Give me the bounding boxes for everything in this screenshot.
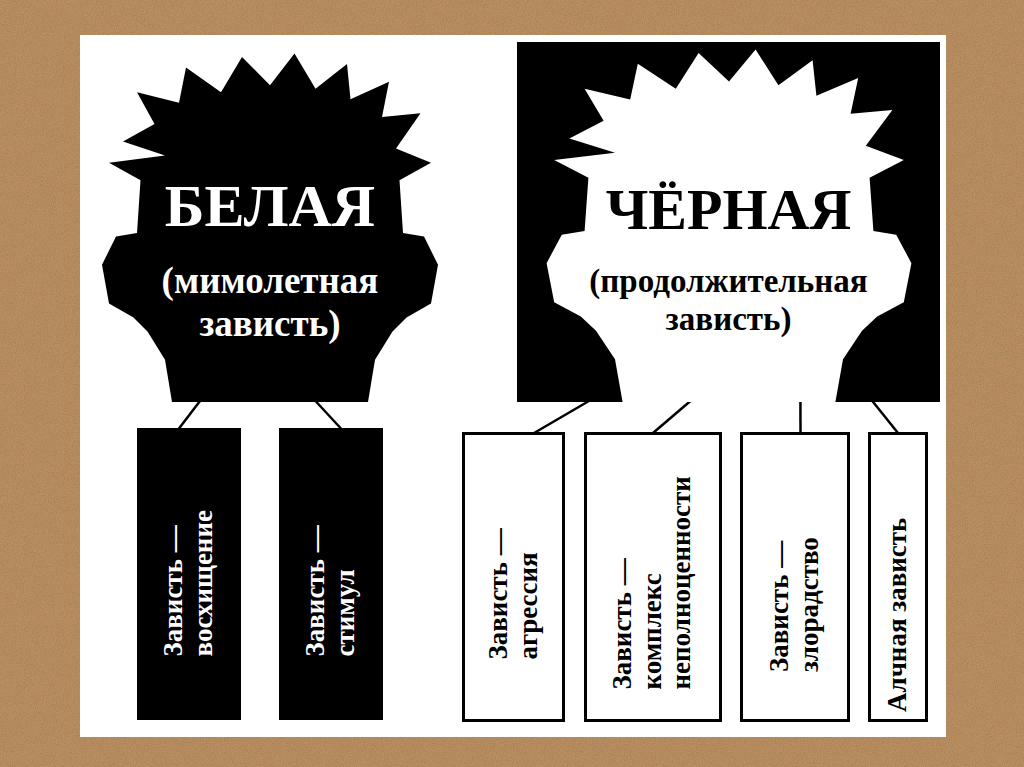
head-outline xyxy=(547,50,912,402)
dark-category-box: Зависть — стимул xyxy=(279,428,383,720)
connector-line xyxy=(534,401,589,433)
head-outline xyxy=(102,54,438,402)
category-label: Зависть — агрессия xyxy=(484,495,543,660)
connector-line xyxy=(653,401,690,433)
black-envy-head: ЧЁРНАЯ (продолжительная зависть) xyxy=(517,42,940,402)
connector-line xyxy=(799,401,802,433)
head-title: ЧЁРНАЯ xyxy=(606,181,852,239)
light-category-box: Зависть — комплекс неполноценности xyxy=(584,432,722,722)
light-category-box: Зависть — злорадство xyxy=(740,432,850,722)
head-text-holder: БЕЛАЯ (мимолетная зависть) xyxy=(95,50,445,402)
white-envy-head: БЕЛАЯ (мимолетная зависть) xyxy=(95,50,445,402)
connector-line xyxy=(179,401,200,429)
head-text-holder: ЧЁРНАЯ (продолжительная зависть) xyxy=(517,42,940,402)
category-label: Алчная зависть xyxy=(883,442,913,712)
category-label: Зависть — комплекс неполноценности xyxy=(608,465,697,690)
white-panel xyxy=(80,35,946,737)
head-subtitle: (продолжительная зависть) xyxy=(579,263,879,339)
head-subtitle: (мимолетная зависть) xyxy=(145,260,395,345)
connector-line xyxy=(872,401,898,433)
category-label: Зависть — восхищение xyxy=(159,492,218,657)
dark-category-box: Зависть — восхищение xyxy=(137,428,241,720)
head-title: БЕЛАЯ xyxy=(165,176,375,236)
category-label: Зависть — стимул xyxy=(301,492,360,657)
light-category-box: Зависть — агрессия xyxy=(462,432,565,722)
category-label: Зависть — злорадство xyxy=(765,482,824,672)
light-category-box: Алчная зависть xyxy=(868,432,928,722)
connector-line xyxy=(316,401,342,429)
